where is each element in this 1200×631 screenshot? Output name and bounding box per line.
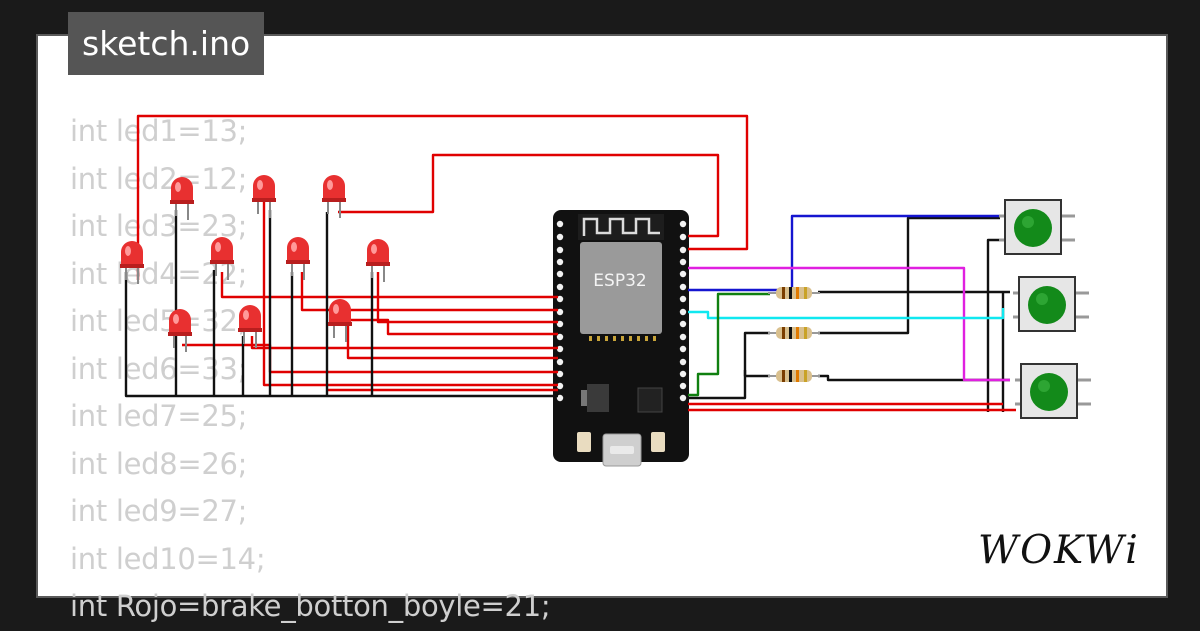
esp32-board: ESP32	[553, 210, 689, 467]
wire-black	[743, 370, 770, 378]
code-line: int led9=27;	[70, 494, 248, 528]
led	[120, 241, 144, 284]
wire-red	[220, 272, 558, 299]
led	[328, 299, 352, 342]
esp32-module-shield	[580, 242, 662, 334]
wire-red	[136, 114, 749, 280]
left-pin-header	[556, 220, 564, 402]
boot-button	[577, 432, 591, 452]
wokwi-logo: WOKWi	[978, 528, 1140, 573]
led	[168, 309, 192, 352]
en-button	[651, 432, 665, 452]
wire-red	[338, 153, 720, 238]
wire-red	[300, 272, 558, 312]
code-line: int led7=25;	[70, 399, 248, 433]
wire-blue	[688, 214, 1000, 292]
code-line: int Rojo=brake_botton_boyle=21;	[70, 589, 551, 623]
wire-cyan	[688, 308, 1005, 320]
led	[252, 175, 276, 218]
wire-black	[124, 272, 558, 398]
wire-green	[688, 292, 770, 397]
wire-red	[262, 200, 558, 387]
led	[286, 237, 310, 280]
wire-red	[338, 318, 558, 336]
wire-black	[818, 374, 1010, 382]
code-line: int led3=23;	[70, 209, 248, 243]
resistors	[768, 287, 820, 382]
led	[210, 237, 234, 280]
wire-black	[688, 331, 770, 400]
led	[170, 177, 194, 220]
led	[238, 305, 262, 348]
wire-magenta	[688, 266, 1010, 382]
code-line: int led5=32;	[70, 304, 248, 338]
wires	[124, 114, 1016, 412]
resistor	[768, 370, 820, 382]
wire-black	[818, 216, 1000, 335]
resistor	[768, 287, 820, 299]
pushbutton	[999, 199, 1075, 255]
led	[366, 239, 390, 282]
wire-black	[986, 238, 1000, 412]
wire-red	[250, 336, 558, 350]
usb-uart-chip	[637, 387, 663, 413]
pushbuttons	[999, 199, 1091, 419]
code-line: int led1=13;	[70, 114, 248, 148]
led-array	[120, 175, 390, 352]
code-listing: int led1=13; int led2=12; int led3=23; i…	[70, 108, 551, 631]
led	[322, 175, 346, 218]
code-line: int led10=14;	[70, 541, 266, 576]
wire-red	[376, 272, 558, 324]
sketch-preview-card: int led1=13; int led2=12; int led3=23; i…	[36, 34, 1168, 623]
antenna-trace	[582, 217, 660, 236]
code-line: int led6=33;	[70, 351, 248, 386]
file-tab[interactable]: sketch.ino	[68, 12, 265, 75]
code-line: int led2=12;	[70, 161, 248, 196]
board-label: ESP32	[593, 271, 646, 291]
resistor	[768, 327, 820, 339]
right-pin-header	[679, 220, 687, 402]
voltage-regulator	[587, 384, 609, 412]
code-line: int led8=26;	[70, 446, 248, 481]
pushbutton	[1013, 276, 1089, 332]
pushbutton	[1015, 363, 1091, 419]
